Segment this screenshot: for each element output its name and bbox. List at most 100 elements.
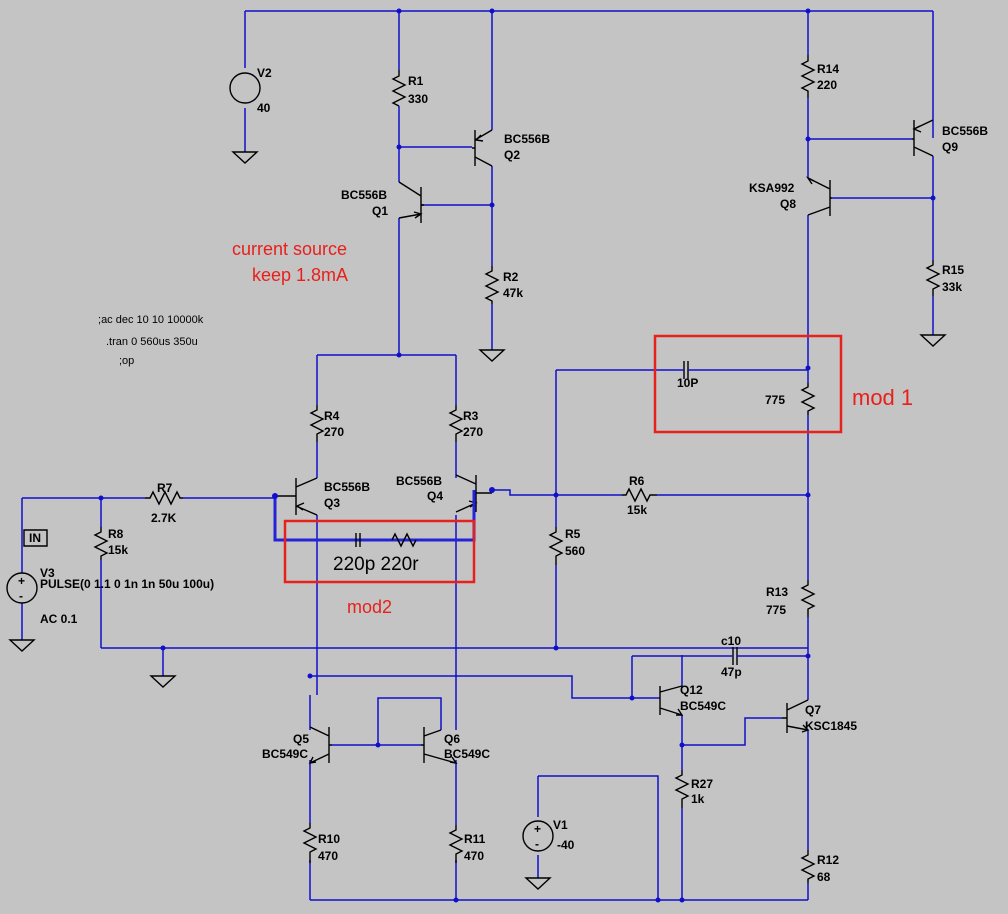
r14-value: 220 <box>817 78 837 92</box>
c10-name: c10 <box>721 634 741 648</box>
q4-model: BC556B <box>396 474 442 488</box>
r13-name: R13 <box>766 585 788 599</box>
r14-name: R14 <box>817 62 839 76</box>
transistor-q9 <box>912 119 934 157</box>
c10-value: 47p <box>721 665 742 679</box>
mod1-capacitor-value: 10P <box>677 376 698 390</box>
current-source-note-line1: current source <box>232 239 347 259</box>
current-source-note-line2: keep 1.8mA <box>252 265 348 285</box>
svg-text:+: + <box>241 74 248 88</box>
q8-model: KSA992 <box>749 181 795 195</box>
capacitor-mod1 <box>678 361 693 379</box>
r27-name: R27 <box>691 777 713 791</box>
input-label: IN <box>29 531 41 545</box>
transistor-q6 <box>421 727 458 764</box>
r4-value: 270 <box>324 425 344 439</box>
q12-model: BC549C <box>680 699 726 713</box>
r6-value: 15k <box>627 503 647 517</box>
r4-name: R4 <box>324 409 340 423</box>
v3-value: PULSE(0 1.1 0 1n 1n 50u 100u) <box>40 577 214 591</box>
transistor-q4 <box>455 474 492 513</box>
q1-model: BC556B <box>341 188 387 202</box>
r5-value: 560 <box>565 544 585 558</box>
q4-name: Q4 <box>427 489 443 503</box>
r3-name: R3 <box>463 409 479 423</box>
ground-symbol-v3 <box>8 639 36 652</box>
mod2-wires <box>273 490 476 548</box>
r7-name: R7 <box>157 481 173 495</box>
r8-name: R8 <box>108 527 124 541</box>
capacitors <box>678 361 743 665</box>
v3-ac: AC 0.1 <box>40 612 78 626</box>
v2-name: V2 <box>257 66 272 80</box>
resistor-r12 <box>800 850 816 883</box>
q2-name: Q2 <box>504 148 520 162</box>
svg-text:-: - <box>535 837 539 851</box>
q7-name: Q7 <box>805 703 821 717</box>
transistor-q2 <box>472 129 493 167</box>
resistor-r7 <box>145 490 183 506</box>
r1-value: 330 <box>408 92 428 106</box>
capacitor-c10 <box>728 647 743 665</box>
q5-name: Q5 <box>293 732 309 746</box>
r12-value: 68 <box>817 870 831 884</box>
ground-symbol-r15 <box>919 334 947 347</box>
voltage-source-v2[interactable]: + - <box>229 72 261 104</box>
r12-name: R12 <box>817 853 839 867</box>
resistor-r3 <box>448 405 464 442</box>
input-port-label <box>23 529 48 547</box>
r11-name: R11 <box>464 832 486 846</box>
ground-symbol-r8 <box>149 675 177 688</box>
ground-symbol-v2 <box>231 151 259 164</box>
mod1-label: mod 1 <box>852 385 913 410</box>
wires <box>21 10 934 901</box>
transistor-q7 <box>782 699 810 733</box>
r7-value: 2.7K <box>151 511 177 525</box>
q6-name: Q6 <box>444 732 460 746</box>
directive-tran: .tran 0 560us 350u <box>106 336 198 348</box>
resistor-r14 <box>800 55 816 98</box>
resistor-r4 <box>309 405 325 442</box>
junction-dots <box>98 8 936 903</box>
r8-value: 15k <box>108 543 128 557</box>
r1-name: R1 <box>408 74 424 88</box>
svg-text:+: + <box>534 822 541 836</box>
q5-model: BC549C <box>262 747 308 761</box>
resistor-r5 <box>548 527 564 565</box>
r11-value: 470 <box>464 849 484 863</box>
resistor-r6 <box>622 487 657 503</box>
svg-text:-: - <box>19 589 23 603</box>
voltage-source-v3[interactable]: +- <box>6 572 38 604</box>
resistors <box>93 55 941 883</box>
r3-value: 270 <box>463 425 483 439</box>
v2-value: 40 <box>257 101 271 115</box>
resistor-r11 <box>448 825 464 863</box>
q9-model: BC556B <box>942 124 988 138</box>
resistor-r27 <box>674 770 690 808</box>
r10-name: R10 <box>318 832 340 846</box>
mod1-highlight-box <box>653 334 843 434</box>
ground-symbol-r2 <box>478 349 506 362</box>
transistor-q5 <box>308 726 332 764</box>
r6-name: R6 <box>629 474 645 488</box>
q7-model: KSC1845 <box>805 719 857 733</box>
mod2-label: mod2 <box>347 597 392 617</box>
r13-value: 775 <box>766 603 786 617</box>
voltage-source-v1[interactable]: +- <box>522 820 554 852</box>
resistor-r13 <box>800 580 816 617</box>
r27-value: 1k <box>691 792 705 806</box>
q6-model: BC549C <box>444 747 490 761</box>
transistor-q3 <box>275 477 318 516</box>
grounds <box>8 151 947 890</box>
r15-value: 33k <box>942 280 962 294</box>
resistor-r8 <box>93 527 109 560</box>
transistor-q8 <box>805 176 832 216</box>
resistor-r15 <box>925 260 941 296</box>
r15-name: R15 <box>942 263 964 277</box>
directive-op: ;op <box>119 355 134 367</box>
v3-name: V3 <box>40 566 55 580</box>
r5-name: R5 <box>565 527 581 541</box>
svg-text:-: - <box>242 89 246 103</box>
directive-ac: ;ac dec 10 10 10000k <box>98 314 204 326</box>
